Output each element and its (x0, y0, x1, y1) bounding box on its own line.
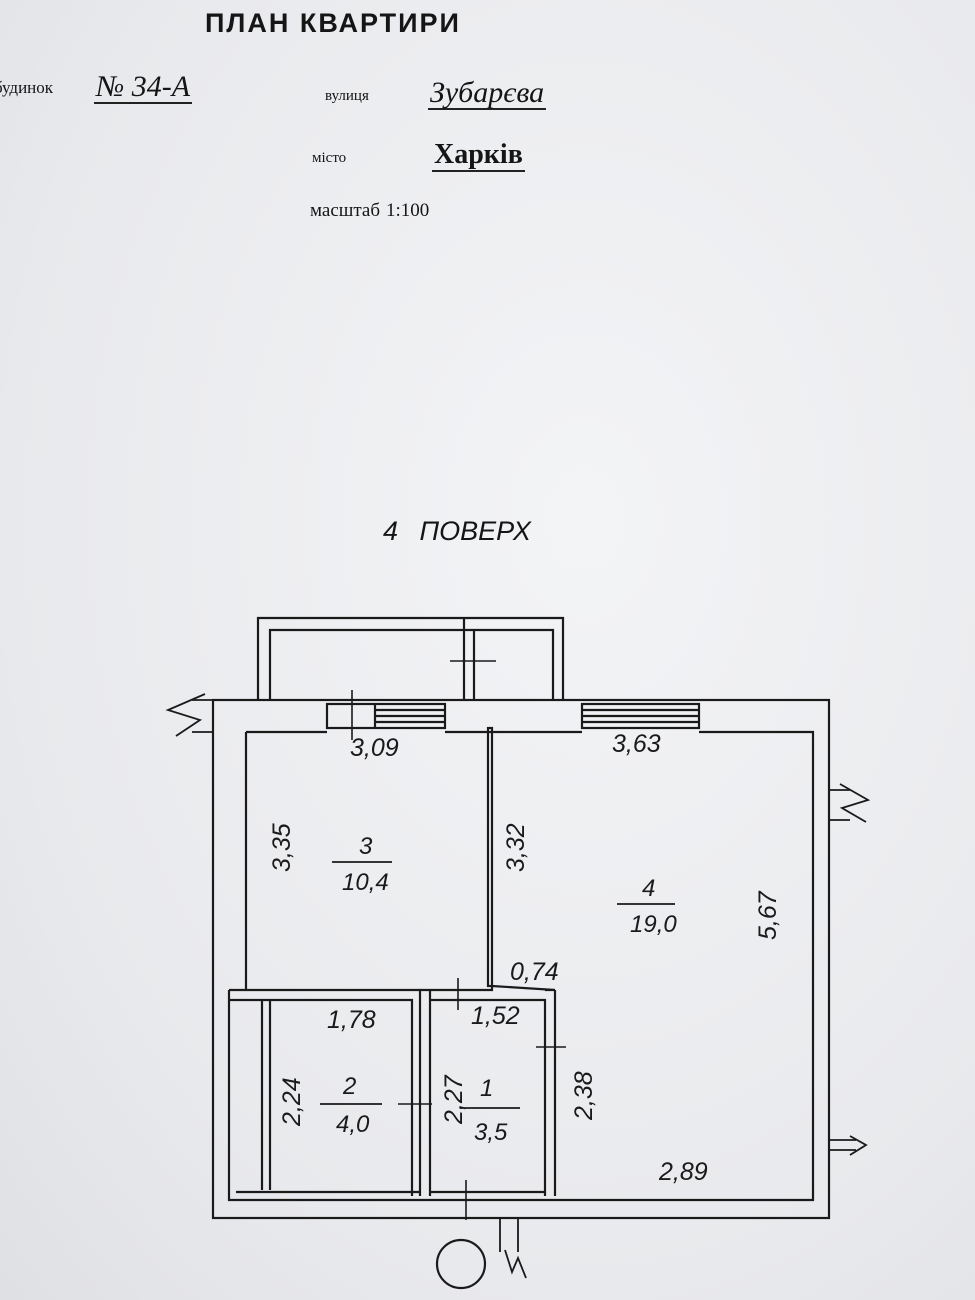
scale-value: 1:100 (386, 200, 430, 221)
dim-1-78: 1,78 (327, 1006, 376, 1034)
dim-5-67: 5,67 (754, 890, 782, 940)
door-marks (351, 660, 566, 1220)
building-number: № 34-А (94, 70, 193, 104)
windows (325, 702, 701, 730)
room-4-area: 19,0 (630, 911, 677, 938)
dim-3-32: 3,32 (502, 823, 530, 872)
building-label: будинок (0, 78, 54, 97)
room-1-area: 3,5 (474, 1119, 508, 1146)
document-title: ПЛАН КВАРТИРИ (205, 8, 461, 38)
dim-3-35: 3,35 (268, 823, 296, 872)
city-name: Харків (432, 139, 525, 172)
dim-3-09: 3,09 (350, 734, 399, 762)
scale-label: масштаб (310, 200, 381, 221)
city-label: місто (312, 150, 347, 166)
dim-2-89: 2,89 (658, 1158, 708, 1186)
room-2-number: 2 (342, 1073, 356, 1100)
floor-label: 4 ПОВЕРХ (383, 516, 531, 546)
room-3-area: 10,4 (342, 869, 389, 896)
dim-3-63: 3,63 (612, 730, 661, 758)
room-1-number: 1 (480, 1075, 493, 1102)
dim-2-38: 2,38 (570, 1071, 598, 1121)
break-marks (165, 693, 871, 1279)
balcony (256, 616, 565, 700)
room-2-area: 4,0 (336, 1111, 370, 1138)
dim-2-27: 2,27 (440, 1074, 468, 1125)
room-fraction-lines (320, 861, 675, 1109)
exterior-walls (211, 698, 831, 1220)
dim-2-24: 2,24 (278, 1077, 306, 1127)
room-3-number: 3 (359, 833, 373, 860)
interior-walls (229, 726, 557, 1196)
room-4-number: 4 (642, 875, 655, 902)
dim-0-74: 0,74 (510, 958, 559, 986)
dim-1-52: 1,52 (471, 1002, 520, 1030)
stair-circle (435, 1238, 487, 1290)
street-name: Зубарєва (428, 76, 547, 110)
street-label: вулиця (325, 88, 369, 104)
